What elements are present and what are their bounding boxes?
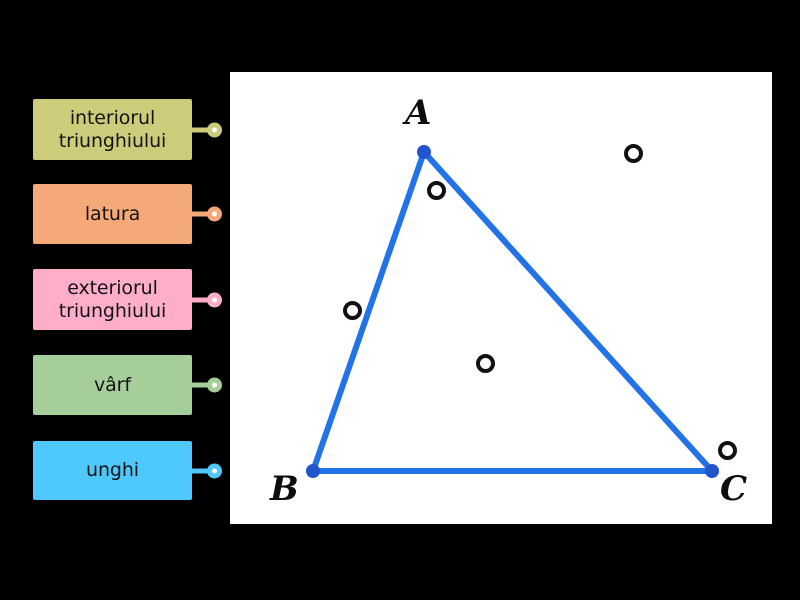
draggable-label-interiorul-triunghiului[interactable]: interiorul triunghiului [33, 99, 222, 160]
draggable-label-text: exteriorul triunghiului [58, 277, 167, 322]
triangle-figure [306, 145, 719, 478]
draggable-label-exteriorul-triunghiului[interactable]: exteriorul triunghiului [33, 269, 222, 330]
label-connector-icon [192, 377, 222, 393]
vertex-label-c: C [720, 469, 748, 509]
draggable-label-text: unghi [86, 459, 139, 482]
drop-target-angle-a[interactable] [427, 181, 446, 200]
drop-target-side-ab[interactable] [343, 301, 362, 320]
vertex-label-a: A [405, 93, 432, 133]
triangle-vertices [306, 145, 719, 478]
vertex-dot-b [306, 464, 320, 478]
drop-target-interior[interactable] [476, 354, 495, 373]
label-connector-icon [192, 206, 222, 222]
label-connector-icon [192, 122, 222, 137]
draggable-label-varf[interactable]: vârf [33, 355, 222, 415]
triangle-sides [310, 149, 715, 474]
label-connector-icon [192, 463, 222, 478]
diagram-panel: A B C [230, 72, 772, 524]
vertex-label-b: B [270, 469, 299, 509]
drop-target-exterior-top-right[interactable] [624, 144, 643, 163]
drop-target-vertex-c[interactable] [718, 441, 737, 460]
vertex-dot-c [705, 464, 719, 478]
label-bank: interiorul triunghiului latura exterioru… [0, 0, 230, 600]
draggable-label-text: interiorul triunghiului [58, 107, 167, 152]
label-connector-icon [192, 292, 222, 307]
draggable-label-text: latura [84, 202, 141, 225]
side-ac [421, 149, 715, 474]
draggable-label-text: vârf [94, 373, 131, 396]
side-ab [310, 149, 427, 474]
draggable-label-unghi[interactable]: unghi [33, 441, 222, 500]
vertex-dot-a [417, 145, 431, 159]
draggable-label-latura[interactable]: latura [33, 184, 222, 244]
